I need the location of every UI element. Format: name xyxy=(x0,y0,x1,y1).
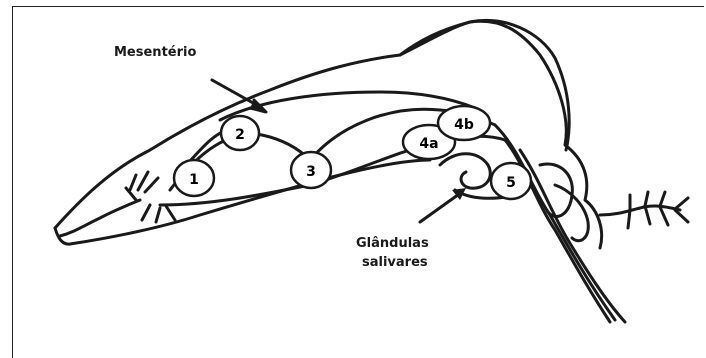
svg-text:4b: 4b xyxy=(454,117,474,133)
svg-text:1: 1 xyxy=(189,172,199,188)
marker-2: 2 xyxy=(221,116,259,150)
marker-5: 5 xyxy=(491,163,531,199)
marker-1: 1 xyxy=(174,160,214,196)
glandulas-arrow-line xyxy=(420,192,462,222)
exit-tube-3 xyxy=(520,150,625,322)
right-appendage xyxy=(600,192,688,228)
svg-text:2: 2 xyxy=(235,127,245,143)
svg-text:4a: 4a xyxy=(419,136,438,152)
svg-text:3: 3 xyxy=(306,164,316,180)
salivary-gland-loops xyxy=(440,154,490,188)
label-glandulas-line2: salivares xyxy=(362,255,428,270)
svg-text:5: 5 xyxy=(506,175,516,191)
label-glandulas-line1: Glândulas xyxy=(356,236,429,251)
marker-4b: 4b xyxy=(438,106,490,140)
marker-3: 3 xyxy=(291,152,331,188)
label-mesenterio: Mesentério xyxy=(114,45,196,60)
